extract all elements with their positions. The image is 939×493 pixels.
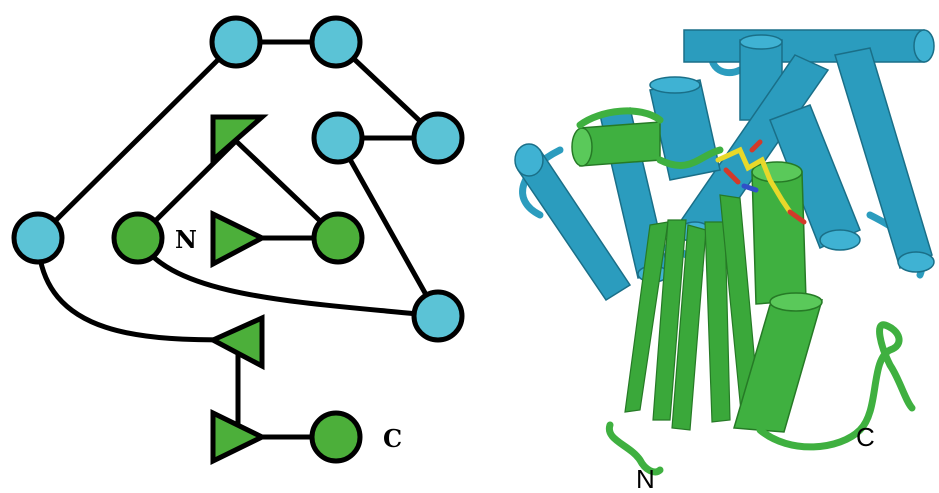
edge-h-lower-to-s-n [135, 235, 441, 319]
beta-strand [624, 221, 669, 413]
beta-strand [652, 219, 687, 421]
strand-helix-cylinder [751, 161, 807, 305]
helix-node [411, 289, 465, 343]
helix-node [411, 111, 465, 165]
strand-loop [756, 321, 916, 451]
strand-loop [576, 107, 664, 129]
topology-c-label: C [383, 424, 402, 453]
helix-node [309, 15, 363, 69]
strand-triangle-node [207, 314, 265, 371]
helix-cylinder [683, 29, 935, 63]
strand-triangle-node [210, 408, 268, 466]
helix-cylinder [514, 143, 632, 302]
beta-strand [704, 221, 731, 423]
strand-triangle-node [210, 209, 268, 269]
strand-loop [605, 421, 664, 476]
edge-h-left-to-h-top1 [35, 39, 239, 241]
ligand-sticks [715, 139, 807, 225]
helix-loop [519, 146, 564, 219]
topology-n-label: N [175, 225, 197, 254]
edge-h-mid-to-h-lower [335, 135, 441, 319]
structure-render: N C [514, 29, 935, 493]
strand-node [111, 211, 165, 265]
structure-n-label: N [636, 464, 655, 493]
strand-loop [656, 146, 724, 169]
helix-node [311, 111, 365, 165]
helix-node [11, 211, 65, 265]
structure-c-label: C [856, 422, 875, 452]
strand-node [309, 410, 363, 464]
edge-h-left-to-t-lower1 [35, 235, 241, 343]
strand-helix-cylinder [733, 292, 824, 433]
helix-cylinder [834, 47, 935, 273]
topology-diagram: N C [11, 15, 465, 466]
strand-node [311, 211, 365, 265]
strand-triangle-node [210, 114, 269, 166]
strand-helix-cylinder [571, 121, 661, 167]
beta-strand [671, 224, 707, 431]
helix-node [209, 15, 263, 69]
